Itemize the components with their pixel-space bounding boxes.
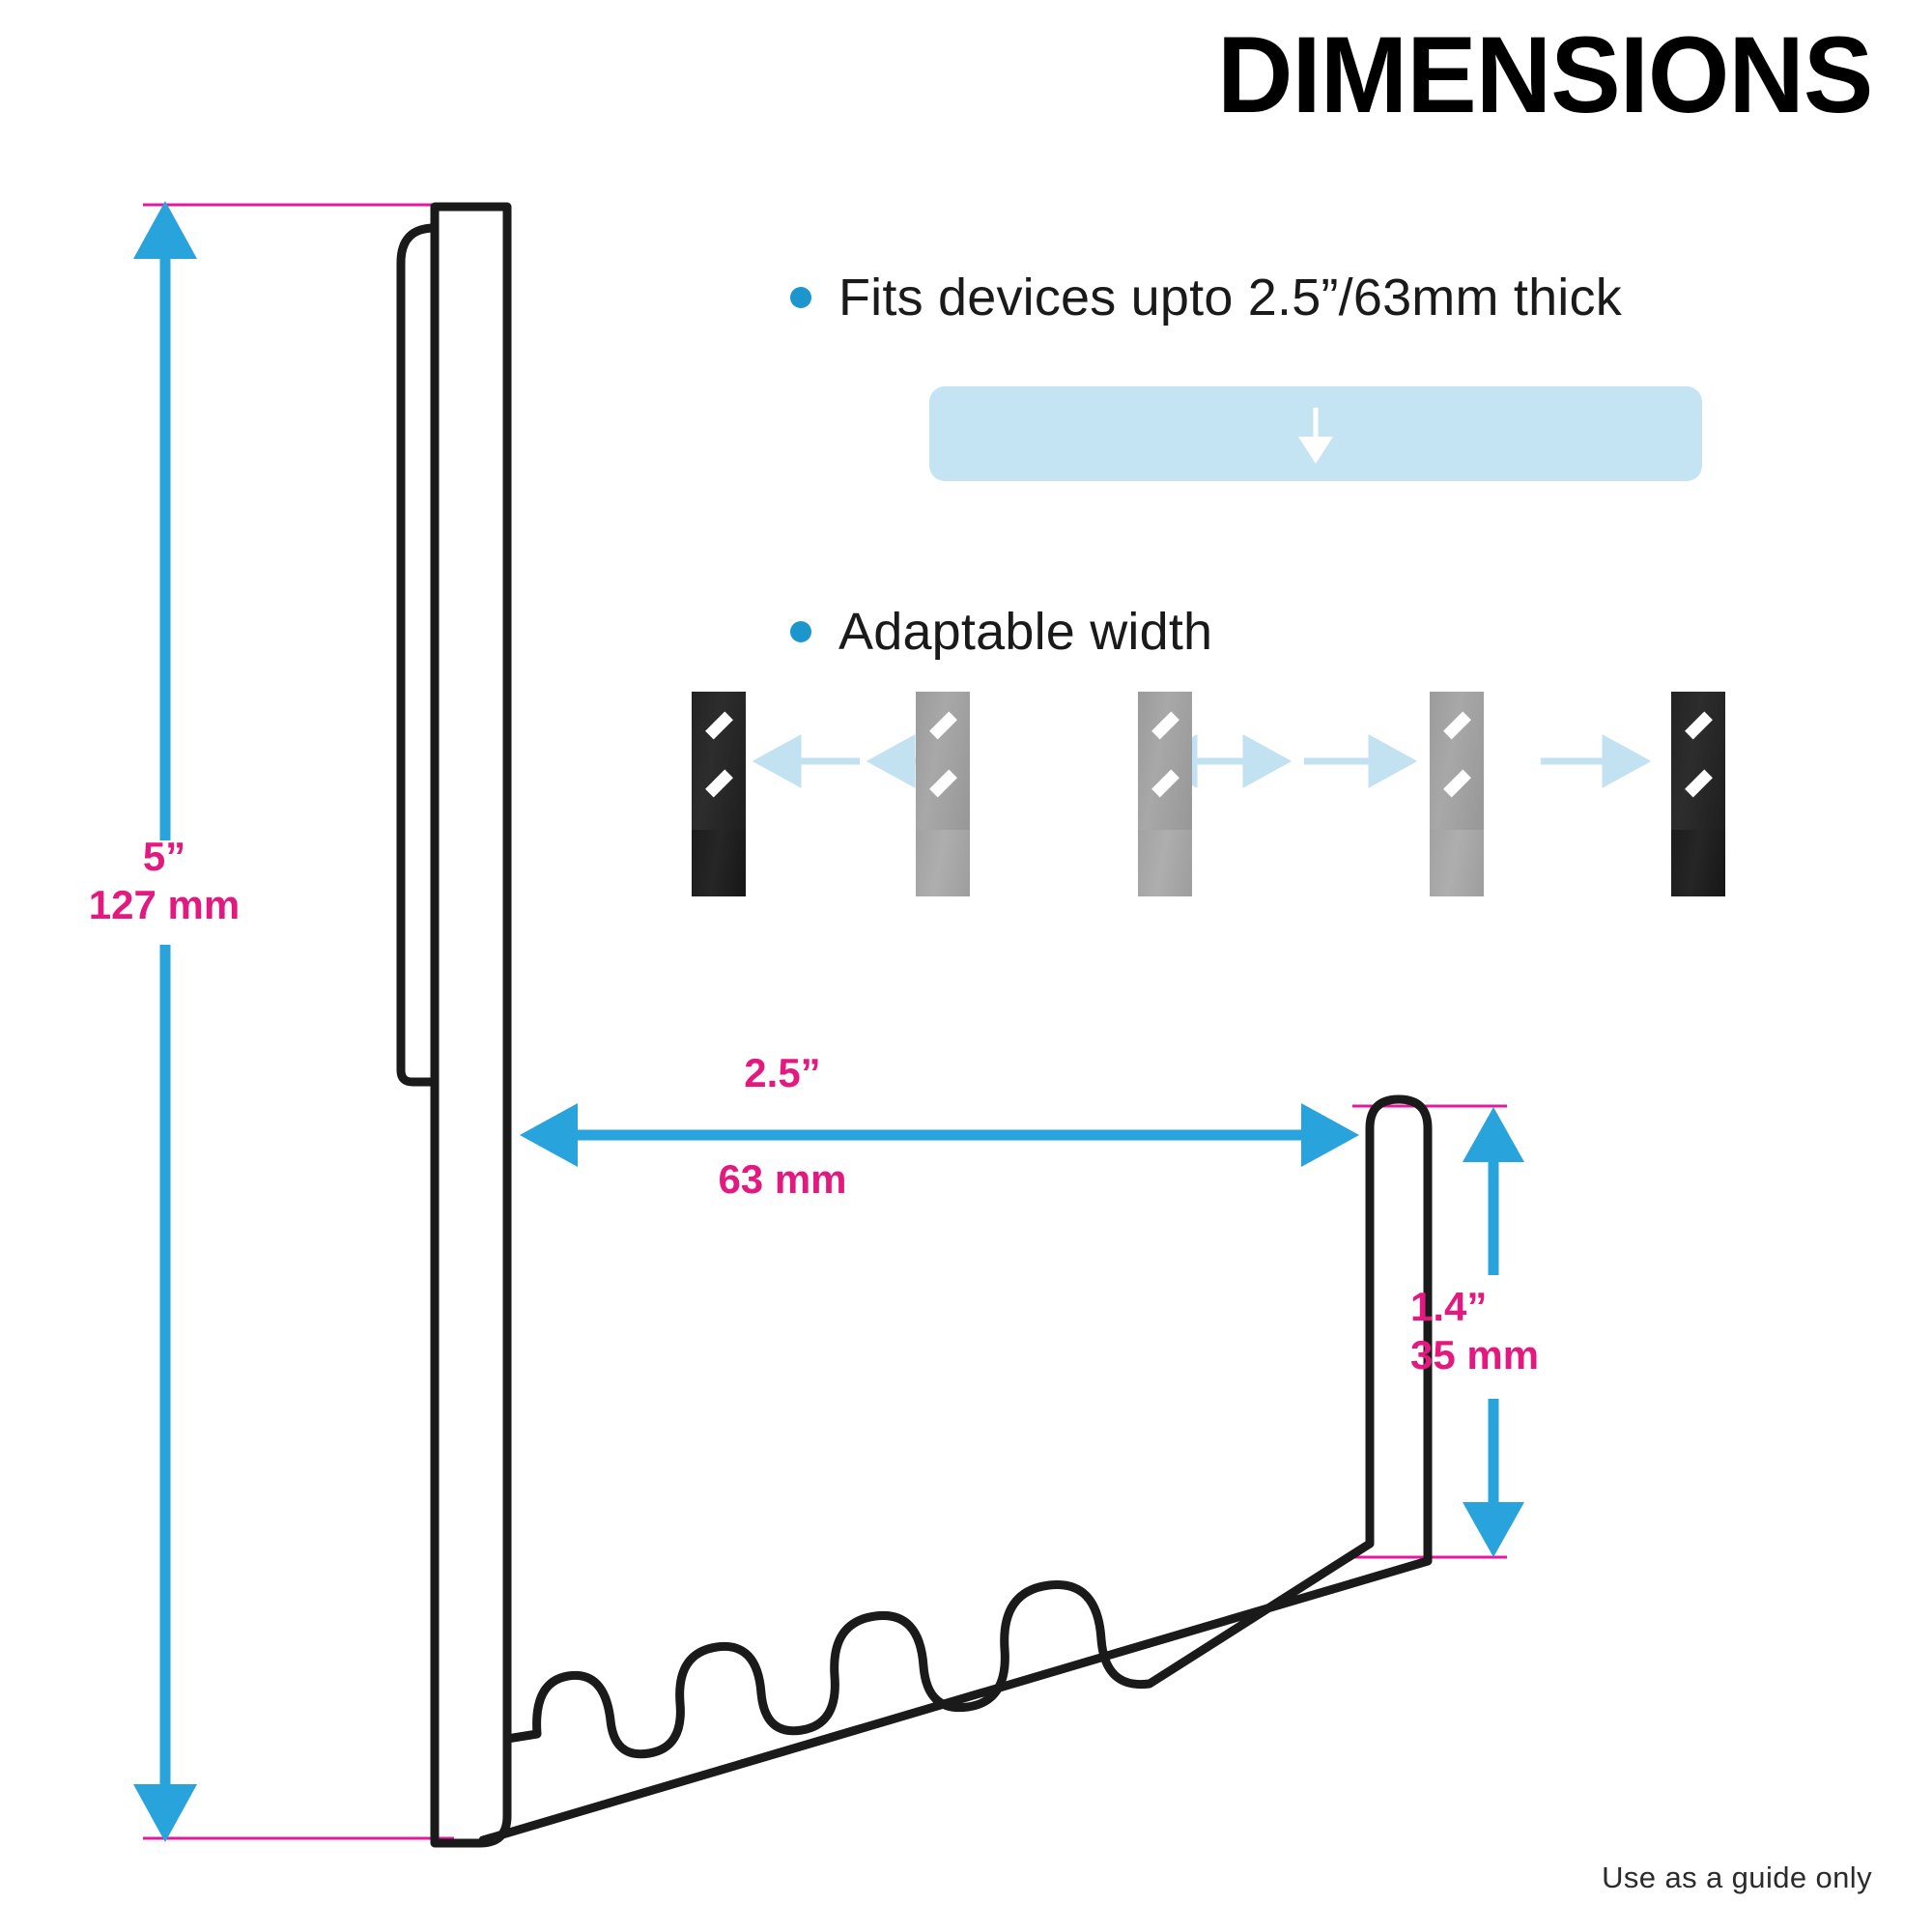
arrowhead-up-icon: [1463, 1107, 1524, 1162]
arrowhead-down-icon: [133, 1784, 197, 1842]
diamond-hole-icon: [1442, 769, 1471, 798]
overall-height-mm: 127 mm: [88, 881, 241, 927]
feature-adaptable-width: Adaptable width: [790, 602, 1212, 662]
bullet-dot-icon: [790, 621, 811, 642]
bracket-side-profile: [396, 202, 1433, 1848]
bullet-dot-icon: [790, 287, 811, 308]
diamond-hole-icon: [928, 711, 957, 740]
diamond-hole-icon: [1151, 769, 1179, 798]
front-lip-inches: 1.4”: [1410, 1284, 1488, 1329]
footer-disclaimer: Use as a guide only: [1602, 1861, 1872, 1894]
dimension-label-front-lip: 1.4” 35 mm: [1410, 1283, 1700, 1378]
down-arrow-icon: [1298, 408, 1333, 464]
diamond-hole-icon: [704, 769, 733, 798]
page-title: DIMENSIONS: [1216, 14, 1873, 135]
device-thickness-panel: [929, 386, 1702, 481]
bracket-thumb-3: [1138, 692, 1192, 896]
feature-fits-devices-label: Fits devices upto 2.5”/63mm thick: [838, 269, 1622, 327]
arrow-left-icon: [866, 734, 916, 788]
arrow-left-right-icon: [1242, 734, 1293, 788]
height-dimension-arrow: [133, 201, 197, 1842]
bracket-thumb-5: [1671, 692, 1725, 896]
bracket-thumb-1: [692, 692, 746, 896]
arrowhead-left-icon: [520, 1103, 578, 1167]
feature-fits-devices: Fits devices upto 2.5”/63mm thick: [790, 268, 1622, 327]
arrowhead-up-icon: [133, 201, 197, 259]
shelf-scallop-edge: [502, 1539, 1375, 1759]
depth-dimension-arrow: [520, 1103, 1359, 1167]
adaptable-width-illustration: [667, 692, 1748, 899]
arrow-right-icon: [1602, 734, 1652, 788]
diamond-hole-icon: [1684, 711, 1713, 740]
front-lip-mm: 35 mm: [1410, 1331, 1540, 1378]
dimension-label-shelf-depth-inches: 2.5”: [638, 1049, 927, 1097]
bracket-thumb-4: [1430, 692, 1484, 896]
diamond-hole-icon: [928, 769, 957, 798]
feature-adaptable-width-label: Adaptable width: [838, 603, 1213, 661]
arrow-left-icon: [752, 734, 802, 788]
shelf-underside: [478, 1556, 1433, 1845]
arrowhead-down-icon: [1463, 1502, 1524, 1557]
width-arrow-group: [752, 734, 1652, 788]
back-plate-outline: [430, 202, 512, 1848]
diamond-hole-icon: [704, 711, 733, 740]
back-plate-inner-return: [396, 223, 440, 1087]
dimension-label-overall-height: 5” 127 mm: [39, 833, 290, 928]
front-lip-outline: [1365, 1094, 1433, 1566]
diamond-hole-icon: [1151, 711, 1179, 740]
shelf-depth-mm: 63 mm: [718, 1156, 847, 1202]
bracket-thumb-2: [916, 692, 970, 896]
diamond-hole-icon: [1684, 769, 1713, 798]
diamond-hole-icon: [1442, 711, 1471, 740]
arrow-right-icon: [1368, 734, 1418, 788]
lip-dimension-arrow: [1463, 1107, 1524, 1557]
arrowhead-right-icon: [1301, 1103, 1359, 1167]
overall-height-inches: 5”: [142, 834, 186, 879]
shelf-depth-inches: 2.5”: [744, 1050, 821, 1095]
dimension-label-shelf-depth-mm: 63 mm: [638, 1155, 927, 1204]
dimension-arrows: [133, 201, 1524, 1842]
